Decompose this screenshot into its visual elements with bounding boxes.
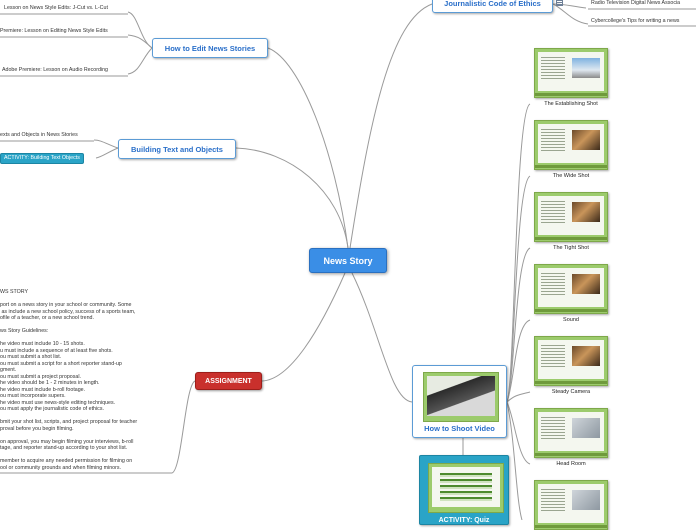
- shot-image-icon: [572, 58, 600, 78]
- shot-thumbnail[interactable]: [534, 264, 608, 314]
- branch-shoot-video-label: How to Shoot Video: [413, 424, 506, 433]
- shot-thumbnail[interactable]: [534, 48, 608, 98]
- notes-icon[interactable]: [556, 0, 563, 6]
- link-edit-3: [128, 48, 152, 74]
- leaf-ethics-cybercollege[interactable]: Cybercollege's Tips for writing a news: [591, 18, 679, 25]
- activity-quiz[interactable]: ACTIVITY: Quiz: [419, 455, 509, 525]
- leaf-edit-jcut[interactable]: Lesson on News Style Edits: J-Cut vs. L-…: [4, 5, 108, 12]
- assignment-line: tage, and reporter stand-up according to…: [0, 445, 137, 452]
- shot-caption[interactable]: The Wide Shot: [514, 173, 628, 179]
- shot-image-icon: [572, 490, 600, 510]
- shot-caption[interactable]: Head Room: [514, 461, 628, 467]
- assignment-text: WS STORY port on a news story in your sc…: [0, 289, 137, 471]
- link-shot-3: [507, 248, 530, 402]
- shot-image-icon: [572, 130, 600, 150]
- assignment-line: port on a news story in your school or c…: [0, 302, 137, 309]
- shot-thumbnail[interactable]: [534, 336, 608, 386]
- shot-thumbnail[interactable]: [534, 480, 608, 530]
- assignment-line: ou must submit a script for a short repo…: [0, 361, 137, 368]
- assignment-line: ool or community grounds and when filmin…: [0, 465, 137, 472]
- branch-edit-news-label: How to Edit News Stories: [165, 44, 255, 53]
- activity-building-text[interactable]: ACTIVITY: Building Text Objects: [0, 153, 84, 164]
- link-shot-6: [507, 402, 530, 464]
- shot-image-icon: [572, 346, 600, 366]
- shot-caption[interactable]: Sound: [514, 317, 628, 323]
- branch-assignment-label: ASSIGNMENT: [205, 378, 252, 385]
- branch-code-of-ethics[interactable]: Journalistic Code of Ethics: [432, 0, 553, 13]
- link-edit: [268, 48, 348, 248]
- branch-assignment[interactable]: ASSIGNMENT: [195, 372, 262, 390]
- shot-caption[interactable]: The Tight Shot: [514, 245, 628, 251]
- branch-building-text[interactable]: Building Text and Objects: [118, 139, 236, 159]
- shot-thumbnail[interactable]: [534, 408, 608, 458]
- link-assignment: [262, 273, 345, 381]
- shot-caption[interactable]: Steady Camera: [514, 389, 628, 395]
- assignment-line: member to acquire any needed permission …: [0, 458, 137, 465]
- shoot-video-thumbnail: [423, 372, 499, 422]
- shot-caption[interactable]: The Establishing Shot: [514, 101, 628, 107]
- link-video: [352, 273, 412, 402]
- link-edit-1: [128, 12, 152, 48]
- central-node-label: News Story: [323, 256, 372, 266]
- shot-image-icon: [572, 274, 600, 294]
- central-node[interactable]: News Story: [309, 248, 387, 273]
- quiz-thumbnail: [428, 463, 504, 513]
- shot-image-icon: [572, 418, 600, 438]
- link-text-1: [94, 140, 118, 148]
- link-ethics-2: [553, 4, 588, 24]
- link-assignment-doc: [172, 381, 195, 473]
- shot-image-icon: [572, 202, 600, 222]
- link-ethics: [350, 4, 432, 248]
- leaf-ethics-rtdna[interactable]: Radio Television Digital News Associa: [591, 0, 680, 7]
- link-text-2: [96, 148, 118, 158]
- leaf-edit-premiere[interactable]: Premiere: Lesson on Editing News Style E…: [0, 28, 108, 35]
- shot-thumbnail[interactable]: [534, 120, 608, 170]
- branch-edit-news[interactable]: How to Edit News Stories: [152, 38, 268, 58]
- branch-shoot-video[interactable]: How to Shoot Video: [412, 365, 507, 438]
- activity-quiz-label: ACTIVITY: Quiz: [420, 517, 508, 524]
- leaf-edit-audio[interactable]: Adobe Premiere: Lesson on Audio Recordin…: [2, 67, 108, 74]
- link-edit-2: [128, 35, 152, 48]
- branch-building-text-label: Building Text and Objects: [131, 145, 223, 154]
- assignment-line: bmit your shot list, scripts, and projec…: [0, 419, 137, 426]
- leaf-text-objects[interactable]: exts and Objects in News Stories: [0, 132, 78, 139]
- shot-thumbnail[interactable]: [534, 192, 608, 242]
- branch-code-of-ethics-label: Journalistic Code of Ethics: [444, 0, 541, 8]
